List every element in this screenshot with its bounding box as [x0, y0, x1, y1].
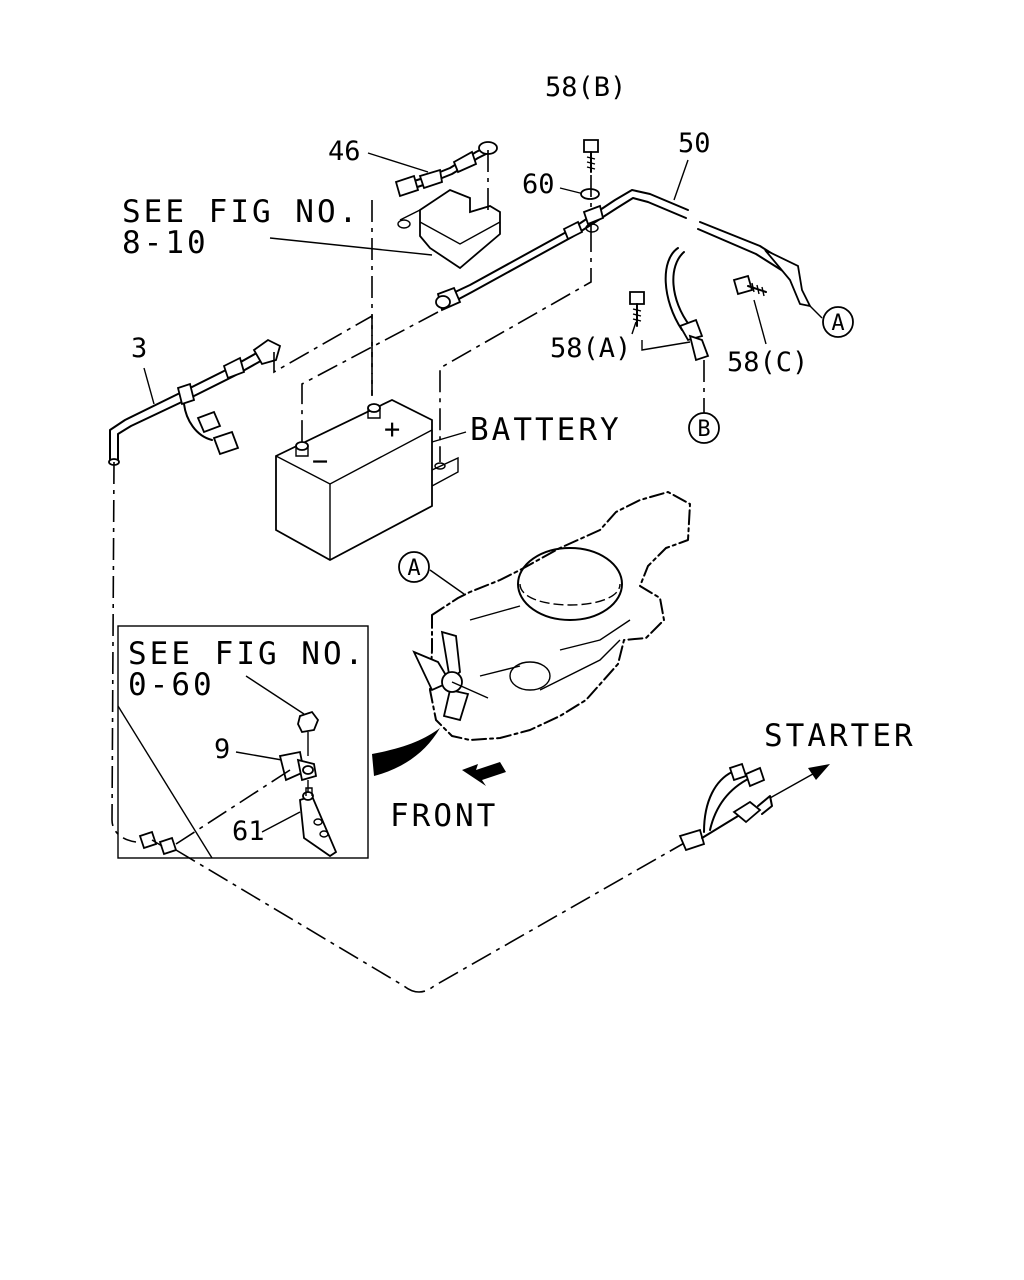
cable-50: [435, 189, 812, 362]
connector-b-top-circle: [688, 412, 720, 444]
leader-58a-bracket: [641, 340, 691, 351]
fig-ref-8-10-line1: SEE FIG NO.: [122, 194, 360, 230]
leader-a-engine: [429, 569, 465, 595]
starter-arrow-head-icon: [808, 764, 830, 780]
connector-a-top-label: A: [831, 311, 844, 336]
guide-negative-left: [273, 314, 373, 400]
leader-58c: [753, 299, 767, 345]
bolt-58b-icon: [583, 139, 599, 173]
part-label-58b: 58(B): [545, 72, 626, 103]
guide-positive: [439, 230, 592, 462]
part-label-58a: 58(A): [550, 333, 631, 364]
leader-3: [143, 367, 155, 405]
connector-a-engine-label: A: [407, 556, 420, 581]
leader-58a: [631, 321, 637, 335]
bracket-fig-8-10: [397, 188, 501, 270]
leader-46: [367, 152, 429, 173]
leader-a-top: [809, 305, 823, 319]
leader-battery: [431, 431, 467, 443]
leader-fig-0-60: [245, 675, 305, 715]
leader-60: [559, 187, 585, 195]
engine-block-icon: [412, 491, 691, 741]
inset-pointer-line: [117, 705, 213, 859]
inset-box: [117, 625, 369, 859]
fig-ref-0-60-line2: 0-60: [128, 667, 215, 703]
guide-negative-terminal: [301, 311, 439, 444]
part-label-50: 50: [678, 128, 711, 159]
nut-icon: [297, 710, 320, 756]
leader-9: [235, 751, 283, 761]
battery-icon: [275, 398, 459, 562]
leader-50: [673, 159, 689, 201]
part-label-3: 3: [131, 333, 147, 364]
fig-ref-8-10-line2: 8-10: [122, 225, 209, 261]
starter-arrow-shaft: [769, 769, 821, 799]
battery-plus-sign: +: [384, 414, 400, 445]
connector-a-top-circle: [822, 306, 854, 338]
connector-b-top-label: B: [697, 417, 710, 442]
terminal-9-icon: [278, 750, 318, 782]
washer-60-icon: [580, 188, 600, 200]
front-arrow-icon: [462, 762, 506, 786]
bracket-61-icon: [299, 787, 338, 858]
starter-harness: [111, 461, 773, 993]
part-label-9: 9: [214, 734, 230, 765]
leader-61: [261, 811, 301, 833]
cable-46: [394, 141, 498, 198]
view-arrow-wedge: [372, 728, 440, 776]
fig-ref-0-60-line1: SEE FIG NO.: [128, 636, 366, 672]
bolt-58c-icon: [732, 274, 767, 297]
front-label: FRONT: [390, 798, 498, 834]
battery-minus-sign: −: [312, 446, 328, 477]
connector-a-engine-circle: [398, 551, 430, 583]
part-label-46: 46: [328, 136, 361, 167]
part-label-58c: 58(C): [727, 347, 808, 378]
part-label-60: 60: [522, 169, 555, 200]
part-label-61: 61: [232, 816, 265, 847]
battery-label: BATTERY: [470, 412, 622, 448]
bolt-58a-icon: [629, 291, 645, 327]
starter-label: STARTER: [764, 718, 916, 754]
leader-fig-8-10: [269, 237, 433, 256]
